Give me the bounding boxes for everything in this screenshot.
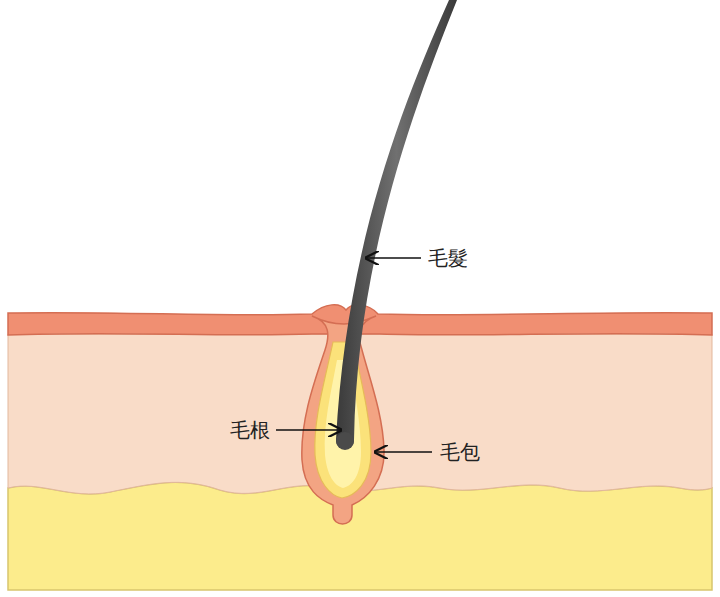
leader-arrow bbox=[276, 429, 341, 431]
leader-arrow bbox=[366, 257, 421, 259]
hair-root-bulb bbox=[336, 432, 354, 450]
part-label: 毛根 bbox=[230, 418, 270, 442]
part-label: 毛包 bbox=[440, 440, 480, 464]
leader-arrow bbox=[375, 451, 432, 453]
part-label: 毛髮 bbox=[428, 246, 468, 270]
hair-shaft bbox=[336, 0, 457, 449]
